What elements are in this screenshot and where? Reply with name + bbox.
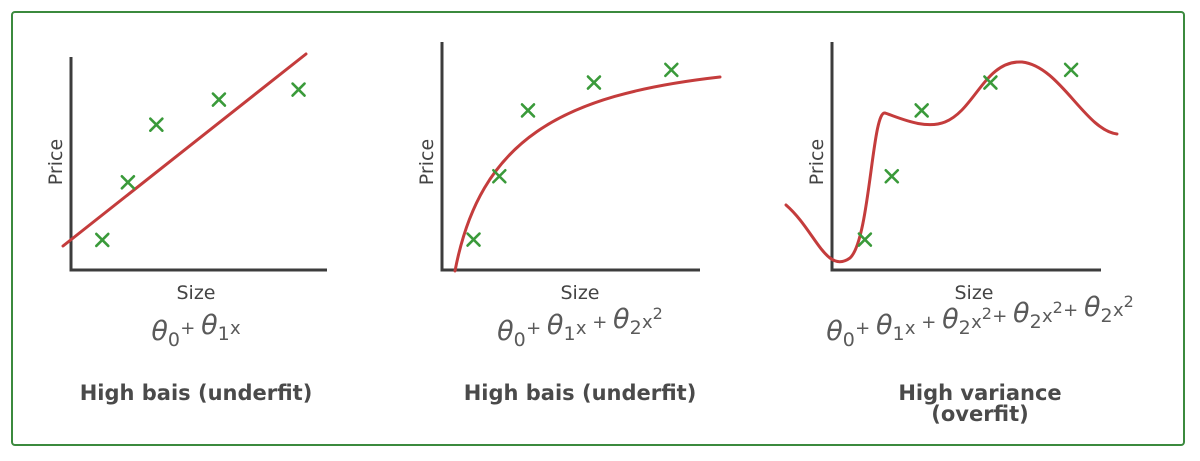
y-axis-label: Price [806,139,828,185]
data-point [94,232,110,248]
x-axis-label: Size [560,282,599,304]
hypothesis-formula: θ0 + θ1 x + θ2 x2 + θ2 x2 + θ2 x2 [826,292,1134,351]
hypothesis-formula: θ0 + θ1 x + θ2 x2 [497,304,663,351]
data-point [120,174,136,190]
data-point [466,232,481,247]
fit-curve [61,52,308,248]
chart-panel-1: Size Price θ0 + θ1 x High bais (underfit) [45,52,327,405]
data-point [857,232,873,247]
hypothesis-formula: θ0 + θ1 x [151,310,241,351]
panel-caption: High variance [898,381,1061,405]
data-point [586,75,602,90]
x-axis-label: Size [176,282,215,304]
data-point [664,62,679,78]
fit-curve [453,75,722,273]
data-point [914,103,929,118]
panel-caption: High bais (underfit) [464,381,697,405]
data-point [1063,62,1079,78]
data-point [492,168,507,184]
chart-panel-2: Size Price θ0 + θ1 x + θ2 x2 High bais (un… [416,42,722,405]
chart-panel-3: Size Price θ0 + θ1 x + θ2 x2 + θ2 x2 + θ2 … [784,42,1134,426]
y-axis-label: Price [416,139,438,185]
data-point [211,92,227,107]
data-point [983,75,998,90]
panel-caption: High bais (underfit) [80,381,313,405]
data-point [149,117,164,132]
data-point [520,103,536,118]
x-axis-label: Size [954,282,993,304]
data-point [291,82,306,97]
fit-curve [784,60,1119,264]
figure-frame [11,11,1185,446]
panel-caption: (overfit) [931,402,1029,426]
data-point [884,168,900,184]
y-axis-label: Price [45,139,67,185]
